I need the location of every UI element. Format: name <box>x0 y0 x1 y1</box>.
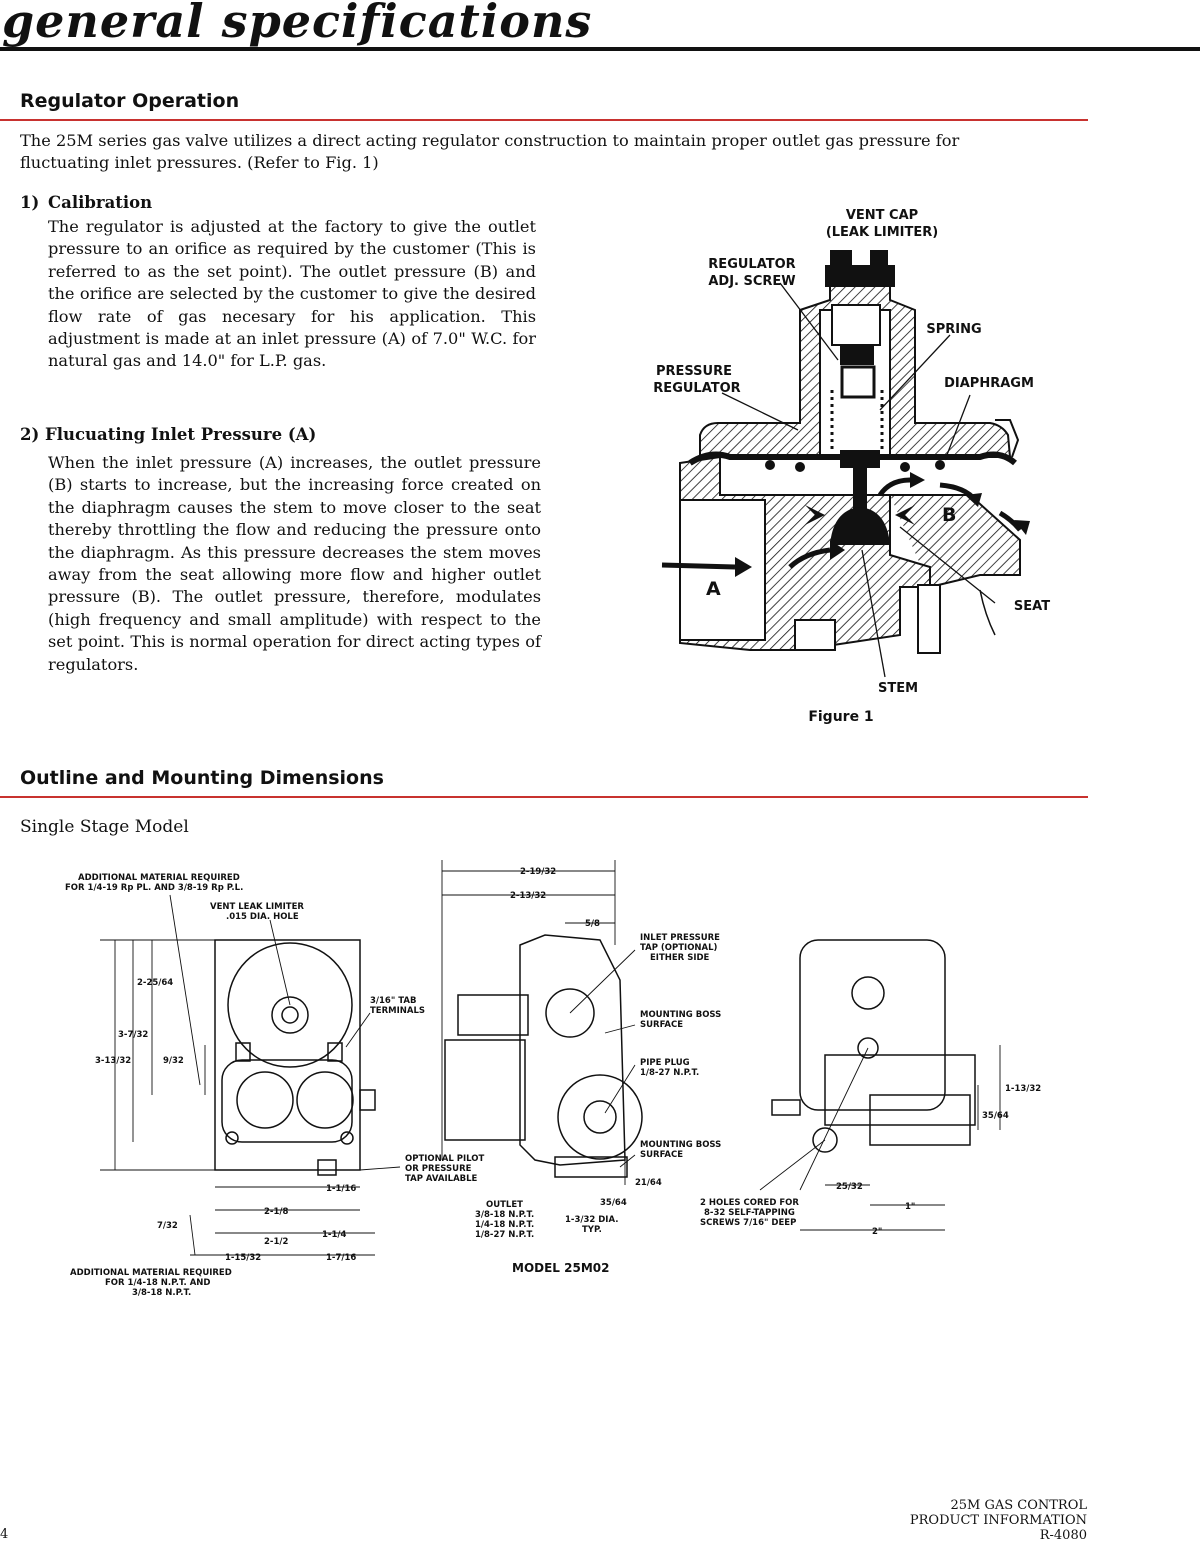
rear-view <box>771 939 976 1153</box>
subheading-single-stage: Single Stage Model <box>20 817 189 837</box>
section-heading-regulator-operation: Regulator Operation <box>20 90 240 112</box>
label-spring: SPRING <box>926 322 981 337</box>
item2-title: 2) Flucuating Inlet Pressure (A) <box>20 425 317 444</box>
dim-2in: 2" <box>872 1227 882 1237</box>
fluctuating-text: When the inlet pressure (A) increases, t… <box>48 453 541 674</box>
label-b: B <box>942 504 956 526</box>
dim-35-64-side: 35/64 <box>600 1198 627 1208</box>
note-holes-2: 8-32 SELF-TAPPING <box>704 1208 795 1218</box>
note-inlet-tap-1: INLET PRESSURE <box>640 933 720 943</box>
note-inlet-tap-2: TAP (OPTIONAL) <box>640 943 718 953</box>
note-pipe-plug-1: PIPE PLUG <box>640 1058 690 1068</box>
dimension-lines <box>100 860 1001 1256</box>
note-outlet-2: 3/8-18 N.P.T. <box>475 1210 534 1220</box>
dim-35-64-rear: 35/64 <box>982 1111 1009 1121</box>
note-dia-1: 1-3/32 DIA. <box>565 1215 618 1225</box>
note-outlet-1: OUTLET <box>486 1200 523 1210</box>
note-additional-material-bottom-2: FOR 1/4-18 N.P.T. AND <box>105 1278 210 1288</box>
note-boss2-2: SURFACE <box>640 1150 683 1160</box>
dim-2-25-64: 2-25/64 <box>137 978 173 988</box>
note-leaders <box>169 894 869 1256</box>
dim-1-7-16: 1-7/16 <box>326 1253 356 1263</box>
item1-number: 1) <box>20 193 40 212</box>
footer-info: PRODUCT INFORMATION <box>909 1513 1087 1528</box>
dim-7-32: 7/32 <box>157 1221 178 1231</box>
title-rule <box>0 47 1200 51</box>
note-vent-leak-1: VENT LEAK LIMITER <box>210 902 304 912</box>
dim-3-13-32: 3-13/32 <box>95 1056 131 1066</box>
note-boss1-2: SURFACE <box>640 1020 683 1030</box>
dim-2-19-32: 2-19/32 <box>520 867 556 877</box>
note-additional-material-top-1: ADDITIONAL MATERIAL REQUIRED <box>78 873 240 883</box>
label-leak-limiter: (LEAK LIMITER) <box>826 225 938 240</box>
note-additional-material-bottom-1: ADDITIONAL MATERIAL REQUIRED <box>70 1268 232 1278</box>
section-rule <box>0 119 1088 121</box>
label-regulator-2: REGULATOR <box>653 381 740 396</box>
intro-paragraph: The 25M series gas valve utilizes a dire… <box>20 131 960 173</box>
note-outlet-3: 1/4-18 N.P.T. <box>475 1220 534 1230</box>
note-vent-leak-2: .015 DIA. HOLE <box>226 912 299 922</box>
section-heading-outline-dimensions: Outline and Mounting Dimensions <box>20 767 384 789</box>
label-stem: STEM <box>878 681 918 696</box>
front-view <box>214 939 376 1176</box>
note-pipe-plug-2: 1/8-27 N.P.T. <box>640 1068 699 1078</box>
note-holes-3: SCREWS 7/16" DEEP <box>700 1218 796 1228</box>
page-number: 4 <box>0 1527 9 1542</box>
note-optional-pilot-2: OR PRESSURE <box>405 1164 472 1174</box>
dim-2-1-8: 2-1/8 <box>264 1207 288 1217</box>
dim-2-13-32: 2-13/32 <box>510 891 546 901</box>
figure-1-regulator-diagram: VENT CAP (LEAK LIMITER) REGULATOR ADJ. S… <box>653 208 1050 725</box>
label-seat: SEAT <box>1014 599 1050 614</box>
label-regulator: REGULATOR <box>708 257 795 272</box>
dim-2-1-2: 2-1/2 <box>264 1237 288 1247</box>
note-additional-material-bottom-3: 3/8-18 N.P.T. <box>132 1288 191 1298</box>
label-vent-cap: VENT CAP <box>846 208 918 223</box>
label-adj-screw: ADJ. SCREW <box>708 274 795 289</box>
label-diaphragm: DIAPHRAGM <box>944 376 1034 391</box>
page-title: general specifications <box>2 0 593 48</box>
note-boss1-1: MOUNTING BOSS <box>640 1010 721 1020</box>
label-a: A <box>706 578 721 600</box>
outline-dimension-drawing: ADDITIONAL MATERIAL REQUIRED FOR 1/4-19 … <box>65 860 1041 1298</box>
dim-5-8: 5/8 <box>585 919 600 929</box>
note-optional-pilot-3: TAP AVAILABLE <box>405 1174 478 1184</box>
dim-25-32: 25/32 <box>836 1182 863 1192</box>
label-pressure: PRESSURE <box>656 364 732 379</box>
footer-code: R-4080 <box>1039 1528 1087 1543</box>
footer-product: 25M GAS CONTROL <box>950 1498 1087 1513</box>
note-outlet-4: 1/8-27 N.P.T. <box>475 1230 534 1240</box>
note-tab-terminals-2: TERMINALS <box>370 1006 425 1016</box>
regulator-cutaway <box>661 250 1030 654</box>
dim-9-32: 9/32 <box>163 1056 184 1066</box>
dim-1-13-32: 1-13/32 <box>1005 1084 1041 1094</box>
section-rule-2 <box>0 796 1088 798</box>
note-boss2-1: MOUNTING BOSS <box>640 1140 721 1150</box>
dim-1-1-16: 1-1/16 <box>326 1184 356 1194</box>
note-tab-terminals-1: 3/16" TAB <box>370 996 416 1006</box>
dim-1-1-4: 1-1/4 <box>322 1230 346 1240</box>
note-dia-2: TYP. <box>582 1225 602 1235</box>
note-optional-pilot-1: OPTIONAL PILOT <box>405 1154 484 1164</box>
calibration-text: The regulator is adjusted at the factory… <box>48 217 536 371</box>
item1-title: Calibration <box>48 193 153 212</box>
dim-1-15-32: 1-15/32 <box>225 1253 261 1263</box>
note-additional-material-top-2: FOR 1/4-19 Rp PL. AND 3/8-19 Rp P.L. <box>65 883 243 893</box>
dim-1in: 1" <box>905 1202 915 1212</box>
dim-21-64: 21/64 <box>635 1178 662 1188</box>
model-label: MODEL 25M02 <box>512 1261 609 1275</box>
figure-caption: Figure 1 <box>808 709 873 725</box>
note-holes-1: 2 HOLES CORED FOR <box>700 1198 799 1208</box>
note-inlet-tap-3: EITHER SIDE <box>650 953 710 963</box>
dim-3-7-32: 3-7/32 <box>118 1030 148 1040</box>
